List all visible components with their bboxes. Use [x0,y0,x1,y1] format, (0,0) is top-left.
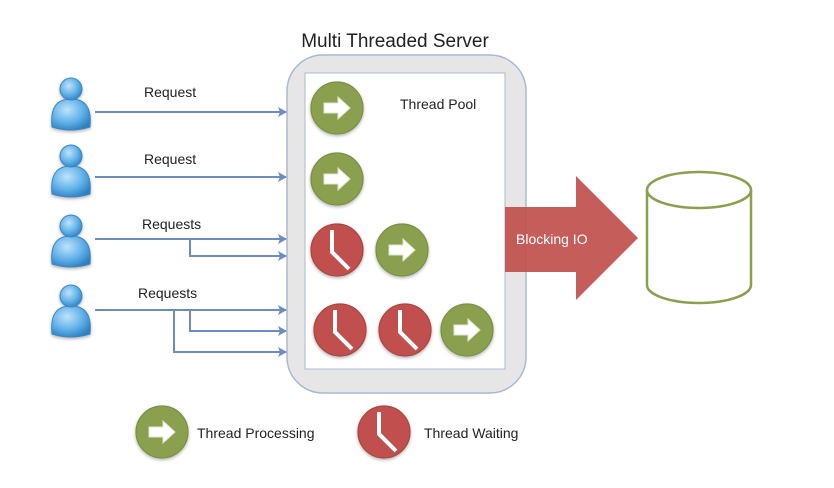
thread-waiting-icon [313,303,367,357]
request-arrow [189,239,287,261]
arrow-right-icon [323,95,351,121]
thread-row-4 [313,303,494,357]
legend: Thread Processing Thread Waiting [135,405,518,459]
legend-label: Thread Processing [197,425,315,441]
client-2: Request [51,144,287,198]
threads [310,81,494,357]
user-icon [51,144,91,198]
database-body [645,190,753,305]
thread-waiting-icon [357,405,411,459]
diagram-title: Multi Threaded Server [301,31,489,52]
thread-processing-icon [375,223,429,277]
thread-processing-icon [440,303,494,357]
thread-row-3 [310,223,429,277]
request-label: Requests [142,216,201,232]
thread-processing-icon [310,152,364,206]
database-icon [645,170,753,305]
request-label: Request [144,151,196,167]
arrow-right-icon [388,237,416,263]
thread-row-2 [310,152,364,206]
client-1: Request [51,77,287,131]
user-icon [51,284,91,338]
thread-waiting-icon [310,223,364,277]
request-label: Requests [138,285,197,301]
request-arrow [173,310,287,357]
blocking-io-label: Blocking IO [516,231,588,247]
legend-item-processing: Thread Processing [135,405,315,459]
client-3: Requests [51,214,287,268]
client-4: Requests [51,284,287,357]
arrow-right-icon [453,317,481,343]
legend-item-waiting: Thread Waiting [357,405,518,459]
request-arrow [189,310,287,336]
arrow-right-icon [148,419,176,445]
database-top [645,170,753,210]
legend-label: Thread Waiting [424,425,518,441]
thread-row-1 [310,81,364,135]
clock-hands-icon [398,310,419,351]
clock-hands-icon [330,230,351,271]
thread-waiting-icon [378,303,432,357]
blocking-io-arrow-shape [505,176,638,300]
user-icon [51,77,91,131]
thread-processing-icon [310,81,364,135]
clock-hands-icon [333,310,354,351]
clock-hands-icon [377,412,398,453]
thread-processing-icon [135,405,189,459]
thread-pool-label: Thread Pool [400,96,476,112]
user-icon [51,214,91,268]
blocking-io-arrow: Blocking IO [505,176,638,300]
arrow-right-icon [323,166,351,192]
request-label: Request [144,84,196,100]
